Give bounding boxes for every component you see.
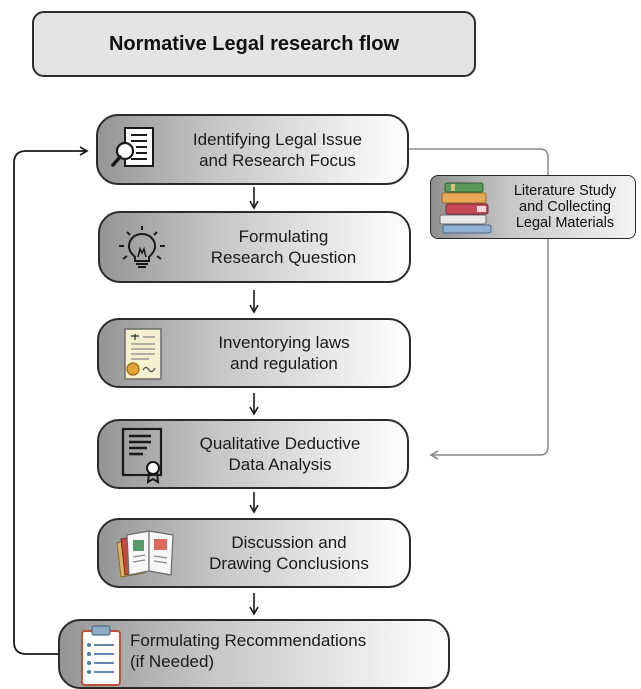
side-line-3: Legal Materials bbox=[515, 215, 615, 231]
step-6-line-1: Formulating Recommendations bbox=[130, 631, 367, 650]
step-3-line-2: and regulation bbox=[230, 354, 338, 373]
step-4-line-1: Qualitative Deductive bbox=[199, 434, 361, 453]
step-6-line-2: (if Needed) bbox=[130, 652, 215, 671]
step-4-line-2: Data Analysis bbox=[228, 455, 332, 474]
step-1-line-1: Identifying Legal Issue bbox=[192, 129, 363, 149]
feedback-loop-arrow bbox=[13, 146, 89, 655]
step-2-line-2: Research Question bbox=[210, 248, 357, 267]
literature-study-box: Literature Study and Collecting Legal Ma… bbox=[430, 175, 636, 239]
side-line-1: Literature Study bbox=[513, 183, 617, 199]
step-5-line-2: Drawing Conclusions bbox=[209, 554, 369, 573]
step-1-line-2: and Research Focus bbox=[199, 150, 356, 170]
diagram-title-text: Normative Legal research flow bbox=[108, 32, 400, 55]
step-5-line-1: Discussion and bbox=[231, 533, 347, 552]
step-3-line-1: Inventorying laws bbox=[218, 333, 350, 352]
step-2-line-1: Formulating bbox=[238, 227, 329, 246]
literature-connector bbox=[409, 148, 549, 460]
step-identifying-legal-issue: Identifying Legal Issue and Research Foc… bbox=[96, 114, 409, 185]
open-book-icon bbox=[116, 530, 174, 578]
certificate-icon bbox=[121, 427, 163, 484]
step-6-text: Formulating Recommendations (if Needed) bbox=[130, 630, 366, 672]
step-formulating-research-question: Formulating Research Question bbox=[98, 211, 411, 283]
document-magnifier-icon bbox=[111, 127, 154, 167]
side-line-2: and Collecting bbox=[519, 199, 611, 215]
checklist-clipboard-icon bbox=[81, 625, 121, 686]
legal-document-icon bbox=[124, 328, 162, 380]
step-inventorying-laws: Inventorying laws and regulation bbox=[97, 318, 411, 388]
step-formulating-recommendations: Formulating Recommendations (if Needed) bbox=[58, 619, 450, 689]
diagram-title: Normative Legal research flow bbox=[32, 11, 476, 77]
lightbulb-icon bbox=[119, 226, 165, 268]
step-qualitative-deductive-analysis: Qualitative Deductive Data Analysis bbox=[97, 419, 409, 489]
book-stack-icon bbox=[439, 182, 492, 234]
step-discussion-conclusions: Discussion and Drawing Conclusions bbox=[97, 518, 411, 588]
